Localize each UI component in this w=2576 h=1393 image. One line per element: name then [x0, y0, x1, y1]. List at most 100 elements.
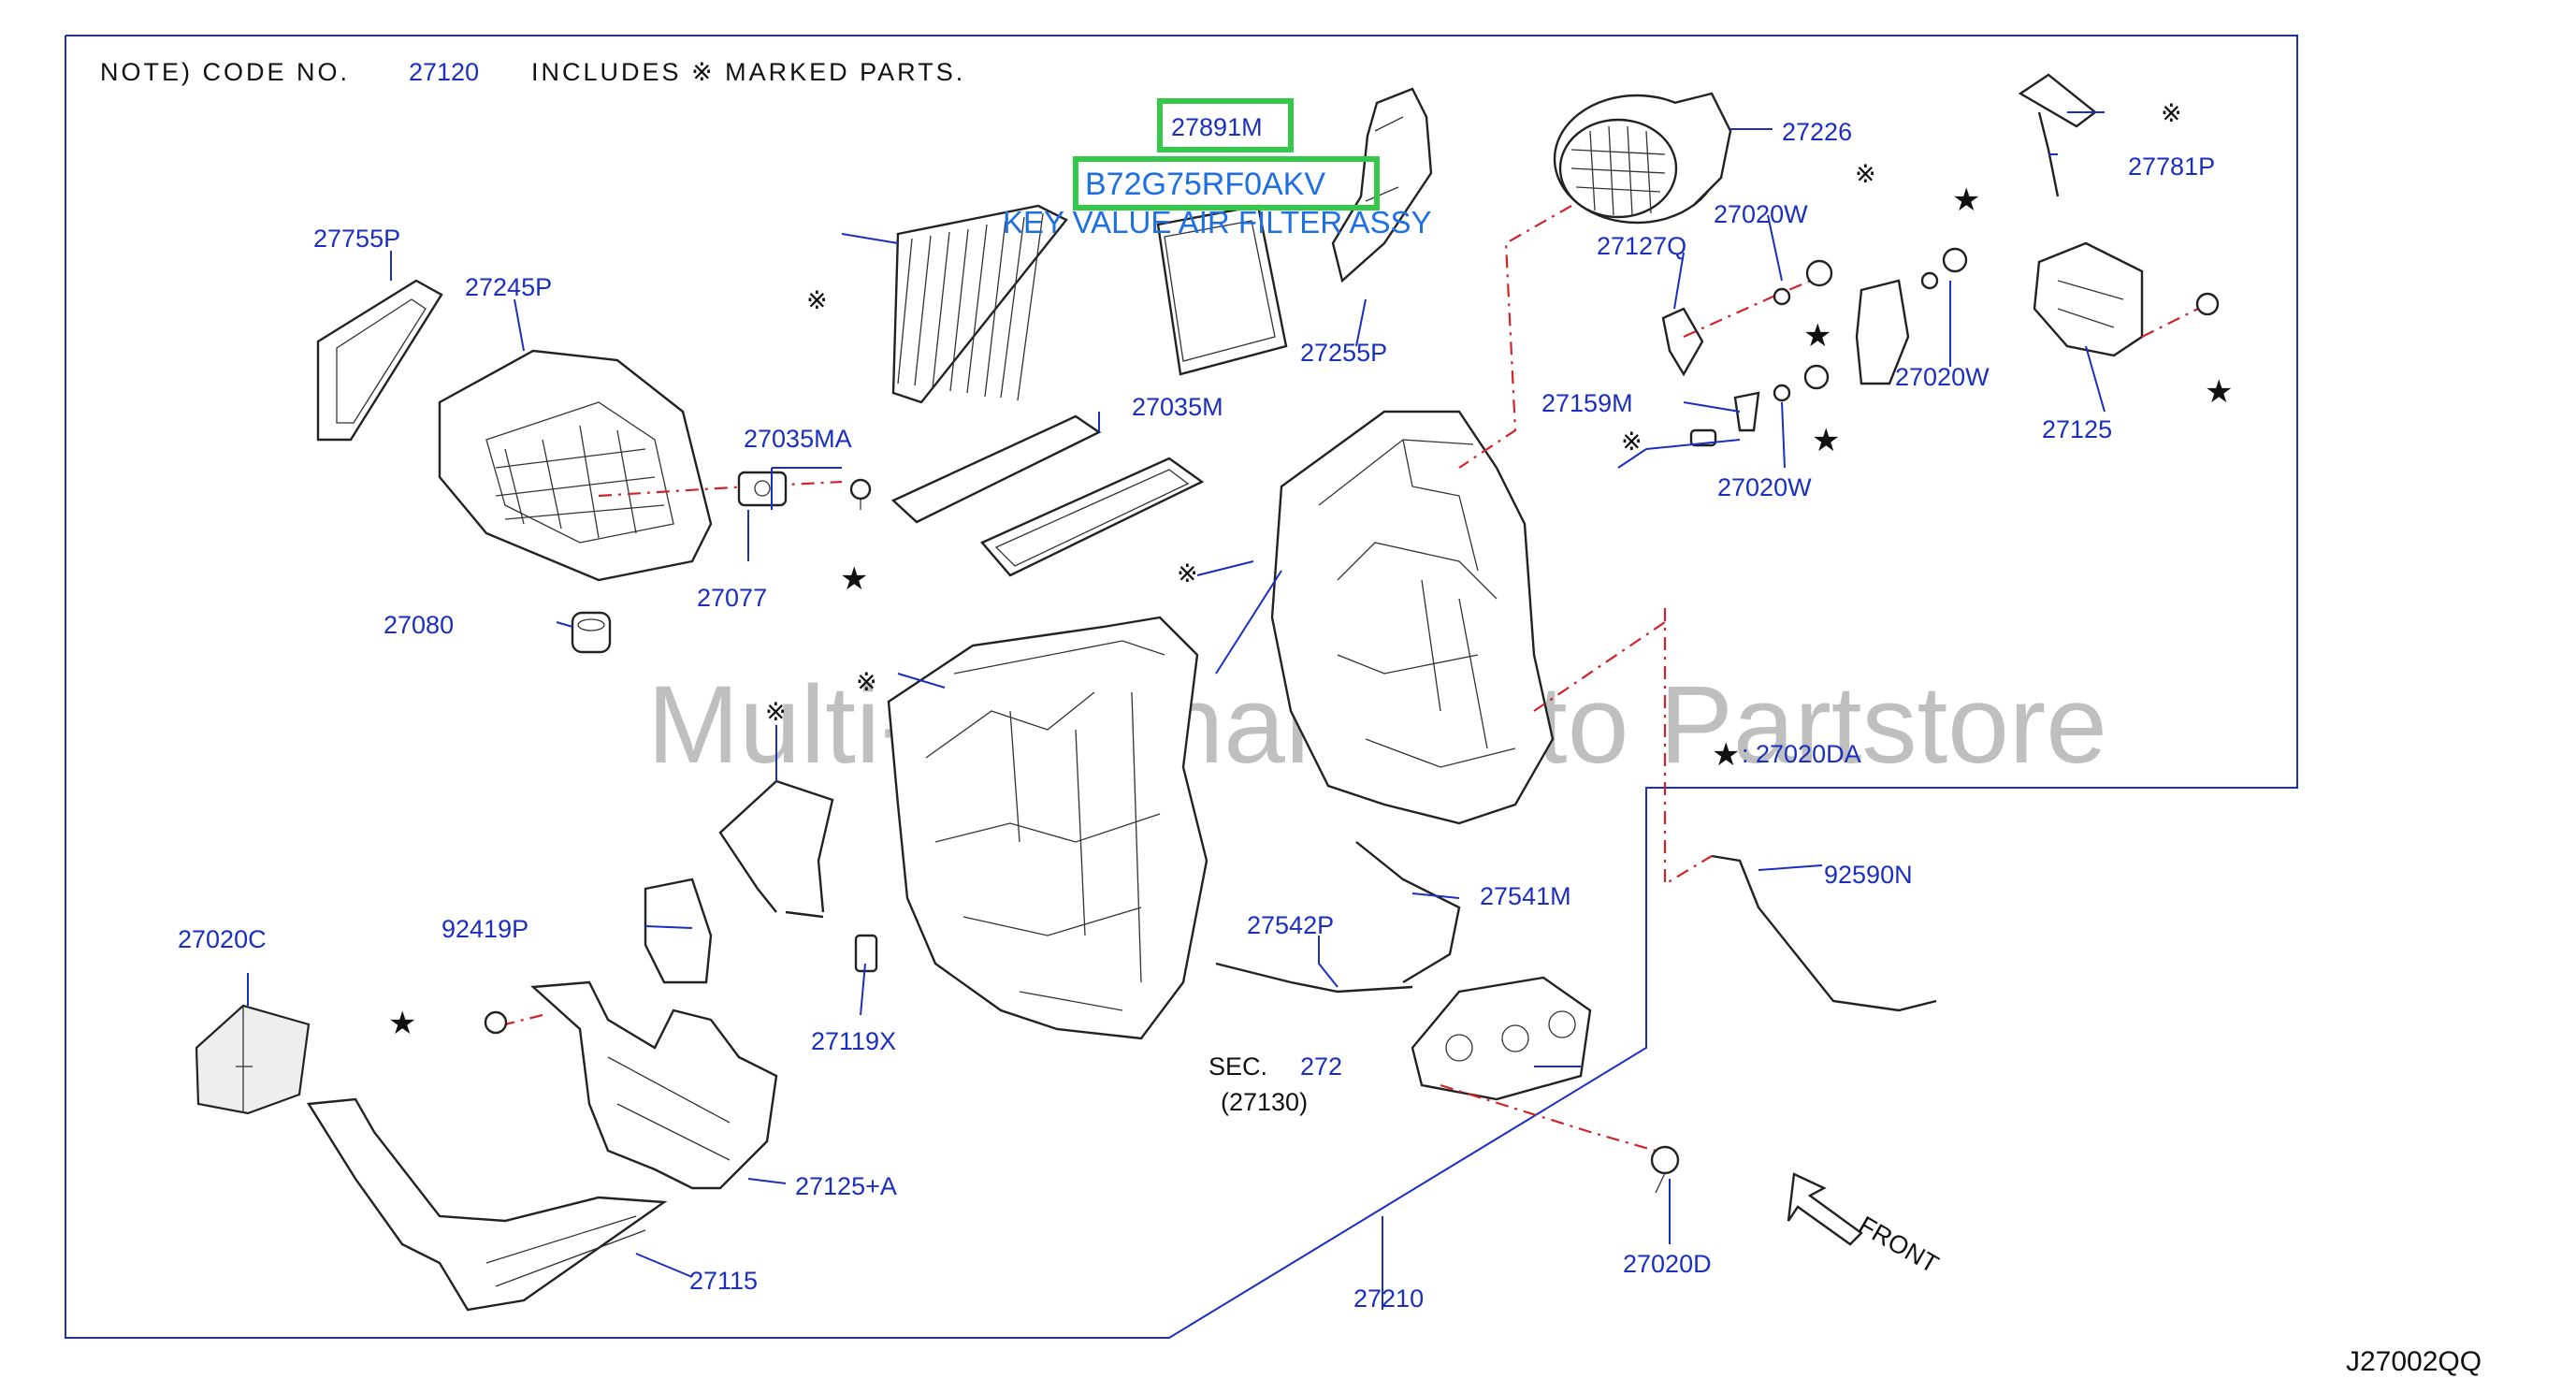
screw-star-left[interactable] [484, 1010, 508, 1035]
heater-housing-left[interactable] [887, 616, 1208, 1040]
ref-mark-housing-right: ※ [1177, 559, 1198, 588]
callout-92590N[interactable]: 92590N [1824, 861, 1913, 889]
filter-27035M-b[interactable] [980, 457, 1205, 577]
clip-27119X[interactable] [854, 934, 878, 973]
screw-27035MA[interactable] [849, 478, 872, 510]
leader-lines [247, 111, 2106, 1310]
note-prefix: NOTE) CODE NO. [100, 58, 350, 86]
callout-27255P[interactable]: 27255P [1300, 339, 1387, 367]
ref-mark-harness: ※ [765, 698, 787, 726]
gasket-27755P[interactable] [316, 279, 443, 442]
actuator-27077[interactable] [737, 471, 788, 507]
highlight-oem-code[interactable]: B72G75RF0AKV [1085, 167, 1325, 202]
bolt-27020W-a[interactable] [1805, 259, 1833, 287]
callout-27035MA[interactable]: 27035MA [744, 425, 852, 453]
intake-case-27245P[interactable] [438, 349, 713, 582]
diagram-frame [65, 35, 2298, 1339]
ref-mark-clip: ※ [1621, 428, 1643, 456]
screw-27020D[interactable] [1650, 1145, 1680, 1194]
sec-subref: (27130) [1221, 1088, 1308, 1116]
callout-27020D[interactable]: 27020D [1623, 1250, 1712, 1278]
assembly-line-27125 [2141, 308, 2199, 338]
star-mark-27125: ★ [2205, 374, 2233, 410]
air-filter-27891M[interactable] [1156, 204, 1288, 376]
assembly-line-27127Q [1683, 269, 1834, 339]
lever-27159M[interactable] [1733, 391, 1760, 432]
ref-mark-gear: ※ [1855, 160, 1876, 188]
bolt-27020W-c[interactable] [1942, 247, 1968, 273]
gear-plate[interactable] [1855, 279, 1910, 385]
foam-27020C[interactable] [195, 1004, 311, 1115]
sec-label: SEC. [1208, 1052, 1267, 1081]
callout-27020W-b[interactable]: 27020W [1717, 473, 1812, 501]
actuator-27125[interactable] [2033, 241, 2144, 357]
washer-27020W-b[interactable] [1773, 384, 1791, 402]
callout-27755P[interactable]: 27755P [313, 225, 400, 253]
callout-27020W-a[interactable]: 27020W [1714, 200, 1808, 228]
assembly-line-blower [1458, 205, 1572, 469]
cable-27542P[interactable] [1215, 962, 1413, 994]
part-number-highlight-box [1157, 98, 1294, 152]
star-mark-27125A: ★ [388, 1006, 416, 1041]
assembly-line-27020D [1440, 1083, 1657, 1153]
wire-harness[interactable] [718, 779, 834, 919]
ref-mark-evaporator: ※ [806, 286, 828, 314]
callout-27781P[interactable]: 27781P [2128, 152, 2215, 181]
callout-27125A[interactable]: 27125+A [795, 1172, 897, 1200]
washer-27020W-a[interactable] [1773, 287, 1791, 306]
callout-27226[interactable]: 27226 [1782, 118, 1852, 146]
star-legend-label: : 27020DA [1742, 740, 1861, 768]
callout-27080[interactable]: 27080 [384, 611, 454, 639]
highlight-description: KEY VALUE AIR FILTER ASSY [1003, 205, 1432, 239]
callout-27245P[interactable]: 27245P [465, 273, 552, 301]
callout-27077[interactable]: 27077 [697, 584, 767, 612]
blower-motor-27226[interactable] [1553, 92, 1732, 225]
link-27781P[interactable] [2018, 73, 2097, 197]
heater-housing-right[interactable] [1270, 410, 1555, 825]
screw-27125[interactable] [2195, 292, 2220, 316]
star-mark-bolt-a: ★ [1803, 318, 1831, 354]
star-mark-bolt-b: ★ [1812, 423, 1840, 458]
callout-27541M[interactable]: 27541M [1480, 882, 1571, 910]
callout-92419P[interactable]: 92419P [441, 915, 528, 943]
note-suffix: INCLUDES ※ MARKED PARTS. [531, 58, 965, 86]
callout-27115[interactable]: 27115 [689, 1267, 758, 1295]
drain-hose-92590N[interactable] [1711, 854, 1937, 1012]
cover-92419P[interactable] [644, 878, 713, 984]
ref-mark-27781P: ※ [2161, 99, 2182, 127]
filter-cover-27255P[interactable] [1331, 87, 1433, 283]
callout-27020W-c[interactable]: 27020W [1895, 363, 1990, 391]
assembly-line-27125A [504, 1013, 543, 1026]
star-mark-bolt-c: ★ [1952, 182, 1980, 218]
heater-core-27115[interactable] [306, 1097, 668, 1312]
sec-number[interactable]: 272 [1300, 1052, 1342, 1081]
callout-27159M[interactable]: 27159M [1541, 389, 1633, 417]
lever-27127Q[interactable] [1661, 307, 1704, 377]
callout-27119X[interactable]: 27119X [811, 1027, 896, 1055]
assembly-line-92590N [1663, 608, 1713, 886]
washer-27020W-c[interactable] [1920, 271, 1939, 290]
callout-27127Q[interactable]: 27127Q [1597, 232, 1686, 260]
callout-27035M[interactable]: 27035M [1132, 393, 1223, 421]
oem-code-highlight-box [1073, 156, 1380, 210]
assembly-line-center [1533, 621, 1666, 712]
callout-27125[interactable]: 27125 [2042, 415, 2112, 443]
bolt-27020W-b[interactable] [1803, 364, 1830, 390]
actuator-27125A[interactable] [530, 980, 778, 1190]
cable-27541M[interactable] [1355, 841, 1461, 984]
front-arrow-icon [1787, 1172, 1863, 1246]
control-panel[interactable] [1411, 976, 1592, 1101]
front-label: FRONT [1854, 1211, 1944, 1278]
highlight-part-number[interactable]: 27891M [1171, 113, 1263, 141]
clip-small[interactable] [1689, 428, 1717, 447]
callout-27210[interactable]: 27210 [1353, 1284, 1424, 1313]
ref-mark-housing-left: ※ [856, 668, 877, 696]
diagram-code: J27002QQ [2346, 1346, 2482, 1377]
callout-27542P[interactable]: 27542P [1247, 911, 1334, 939]
motor-27080[interactable] [571, 611, 612, 654]
star-mark-27035MA: ★ [840, 561, 868, 597]
callout-27020C[interactable]: 27020C [178, 925, 267, 953]
evaporator-core[interactable] [891, 204, 1068, 404]
